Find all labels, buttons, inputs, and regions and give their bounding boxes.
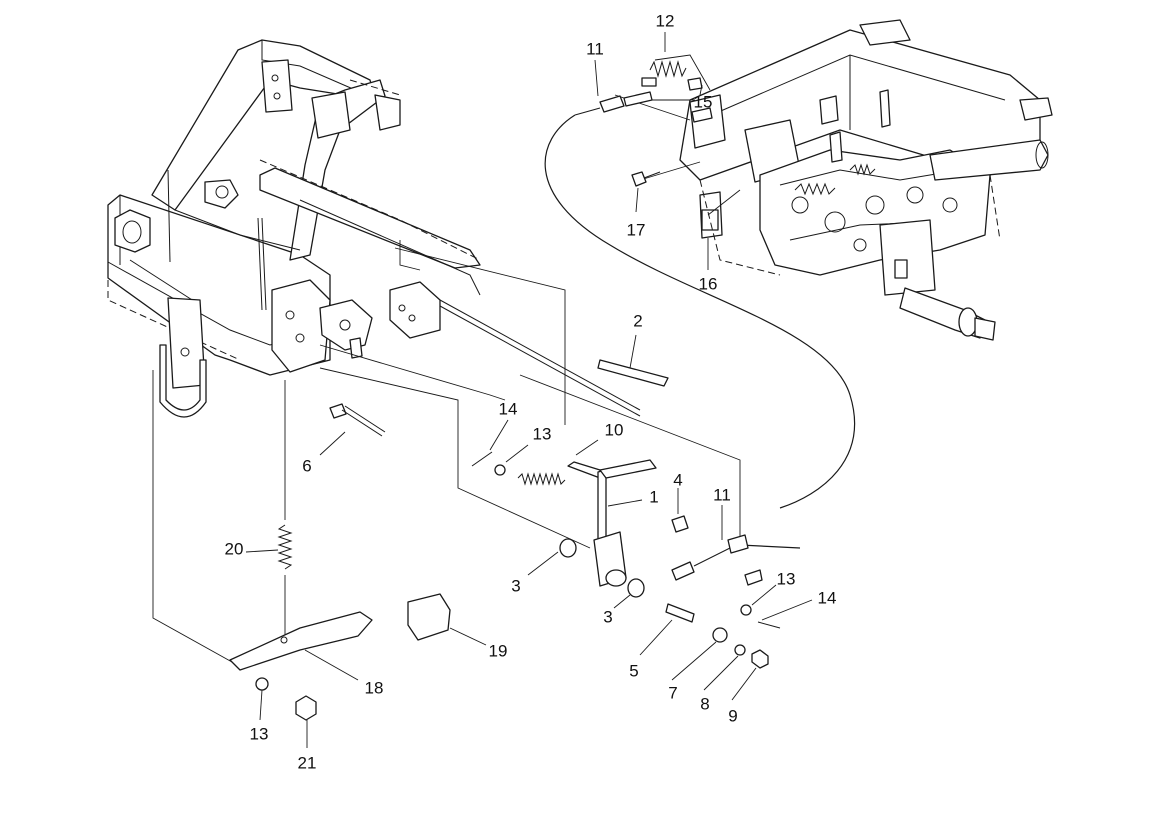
nut-9 <box>751 649 769 669</box>
callout-13-lower: 13 <box>250 724 269 743</box>
washer-13-right <box>740 604 752 616</box>
callout-14-upper: 14 <box>499 399 518 418</box>
spring-12 <box>641 60 687 87</box>
bolt-6 <box>329 403 386 437</box>
callout-3-left: 3 <box>511 576 520 595</box>
callout-16: 16 <box>699 274 718 293</box>
pin-14-upper <box>471 451 493 467</box>
callout-4: 4 <box>673 470 682 489</box>
callout-20: 20 <box>225 539 244 558</box>
callout-11-lower: 11 <box>713 485 731 504</box>
control-lever <box>567 459 657 587</box>
washer-8 <box>734 644 746 656</box>
callout-10: 10 <box>605 420 624 439</box>
callout-2: 2 <box>633 311 642 330</box>
lever-grip <box>597 359 669 387</box>
clips-15 <box>687 77 713 123</box>
callout-21: 21 <box>298 753 317 772</box>
frame-assembly <box>107 39 641 418</box>
knob-19 <box>407 593 451 641</box>
pedal-arm-18 <box>229 611 373 671</box>
nut-21 <box>295 695 317 721</box>
callout-3-right: 3 <box>603 607 612 626</box>
fitting-4 <box>671 515 689 533</box>
bolt-17 <box>631 171 661 187</box>
callout-13-upper: 13 <box>533 424 552 443</box>
callout-15: 15 <box>694 92 713 111</box>
spring-10 <box>517 472 566 486</box>
callout-18: 18 <box>365 678 384 697</box>
callout-19: 19 <box>489 641 508 660</box>
washer-13-lower <box>255 677 269 691</box>
washer-7 <box>712 627 728 643</box>
callout-labels: 12 11 15 17 16 2 14 13 10 6 4 1 11 20 3 … <box>225 11 837 772</box>
callout-9: 9 <box>728 706 737 725</box>
callout-8: 8 <box>700 694 709 713</box>
pin-14-right <box>757 621 781 629</box>
cable-end-lower <box>671 534 763 586</box>
callout-13-right: 13 <box>777 569 796 588</box>
cable-end-upper <box>574 91 653 116</box>
callout-5: 5 <box>629 661 638 680</box>
bushings-3 <box>559 538 645 598</box>
callout-12: 12 <box>656 11 675 30</box>
leader-lines <box>152 54 741 663</box>
spacer-5 <box>665 603 695 623</box>
transmission-assembly <box>679 19 1053 341</box>
washer-13-upper <box>494 464 506 476</box>
spring-20 <box>277 524 293 570</box>
callout-leaders <box>245 32 813 748</box>
callout-17: 17 <box>627 220 646 239</box>
callout-1: 1 <box>649 487 658 506</box>
callout-14-right: 14 <box>818 588 837 607</box>
throttle-cable <box>544 114 856 509</box>
callout-7: 7 <box>668 683 677 702</box>
cable-section <box>739 544 801 549</box>
callout-11-upper: 11 <box>586 39 604 58</box>
callout-6: 6 <box>302 456 311 475</box>
